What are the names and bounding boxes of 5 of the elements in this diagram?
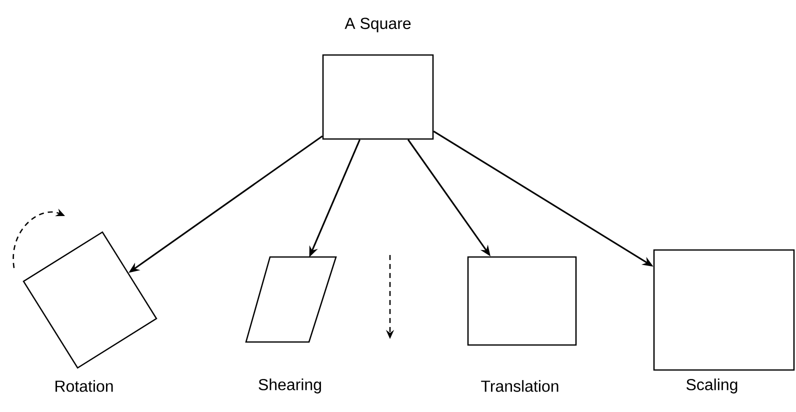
shape-with-label: A Square [322,18,434,140]
shape-with-label: Rotation [22,231,158,392]
shape-with-label: Shearing [245,256,337,394]
shape-with-label: Translation [467,256,577,392]
shape-with-label: Scaling [653,249,795,394]
